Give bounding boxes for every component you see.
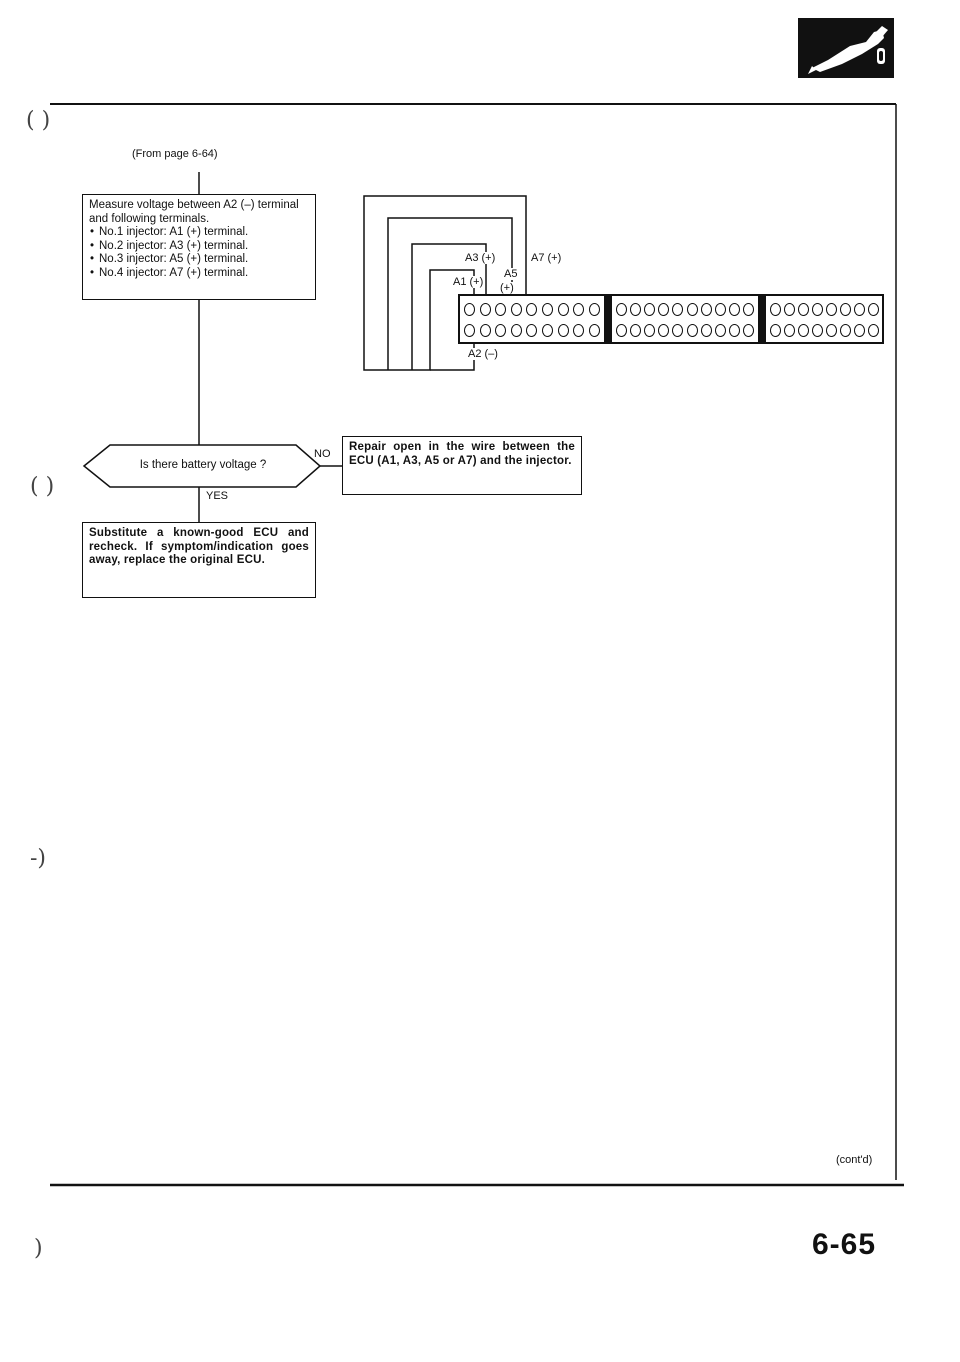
connector-divider <box>758 296 766 342</box>
margin-mark: ) <box>34 1236 43 1261</box>
yes-label: YES <box>206 490 229 502</box>
pin-a2-label: A2 (–) <box>467 348 499 360</box>
substitute-ecu-step: Substitute a known-good ECU and recheck.… <box>82 522 316 598</box>
pin-row <box>462 321 602 339</box>
pin-a1-label: A1 (+) <box>452 276 485 288</box>
injector-item: No.1 injector: A1 (+) terminal. <box>90 226 309 240</box>
margin-mark: ( ) <box>30 474 55 499</box>
continued-note: (cont'd) <box>836 1154 873 1166</box>
pin-a5-label: A5 <box>503 268 519 280</box>
pin-row <box>768 300 880 318</box>
pin-a3-label: A3 (+) <box>464 252 497 264</box>
injector-item: No.4 injector: A7 (+) terminal. <box>90 267 309 281</box>
from-page-reference: (From page 6-64) <box>132 148 218 160</box>
pin-row <box>462 300 602 318</box>
pin-row <box>614 321 756 339</box>
repair-wire-step: Repair open in the wire between the ECU … <box>342 436 582 495</box>
pin-row <box>614 300 756 318</box>
battery-voltage-question: Is there battery voltage ? <box>139 459 267 471</box>
measure-voltage-title: Measure voltage between A2 (–) terminal … <box>89 199 299 225</box>
injector-list: No.1 injector: A1 (+) terminal. No.2 inj… <box>89 226 309 280</box>
margin-mark: ( ) <box>26 108 51 133</box>
measure-voltage-step: Measure voltage between A2 (–) terminal … <box>82 194 316 300</box>
pin-a7-label: A7 (+) <box>530 252 563 264</box>
injector-item: No.3 injector: A5 (+) terminal. <box>90 253 309 267</box>
injector-item: No.2 injector: A3 (+) terminal. <box>90 240 309 254</box>
pin-a5-polarity: (+) <box>499 282 515 294</box>
page-number: 6-65 <box>812 1228 877 1261</box>
no-label: NO <box>314 448 331 460</box>
margin-mark: -) <box>30 846 47 871</box>
pin-row <box>768 321 880 339</box>
fuel-nozzle-icon <box>798 18 894 78</box>
ecu-connector <box>458 294 884 344</box>
connector-divider <box>604 296 612 342</box>
flowchart-lines <box>82 172 342 522</box>
